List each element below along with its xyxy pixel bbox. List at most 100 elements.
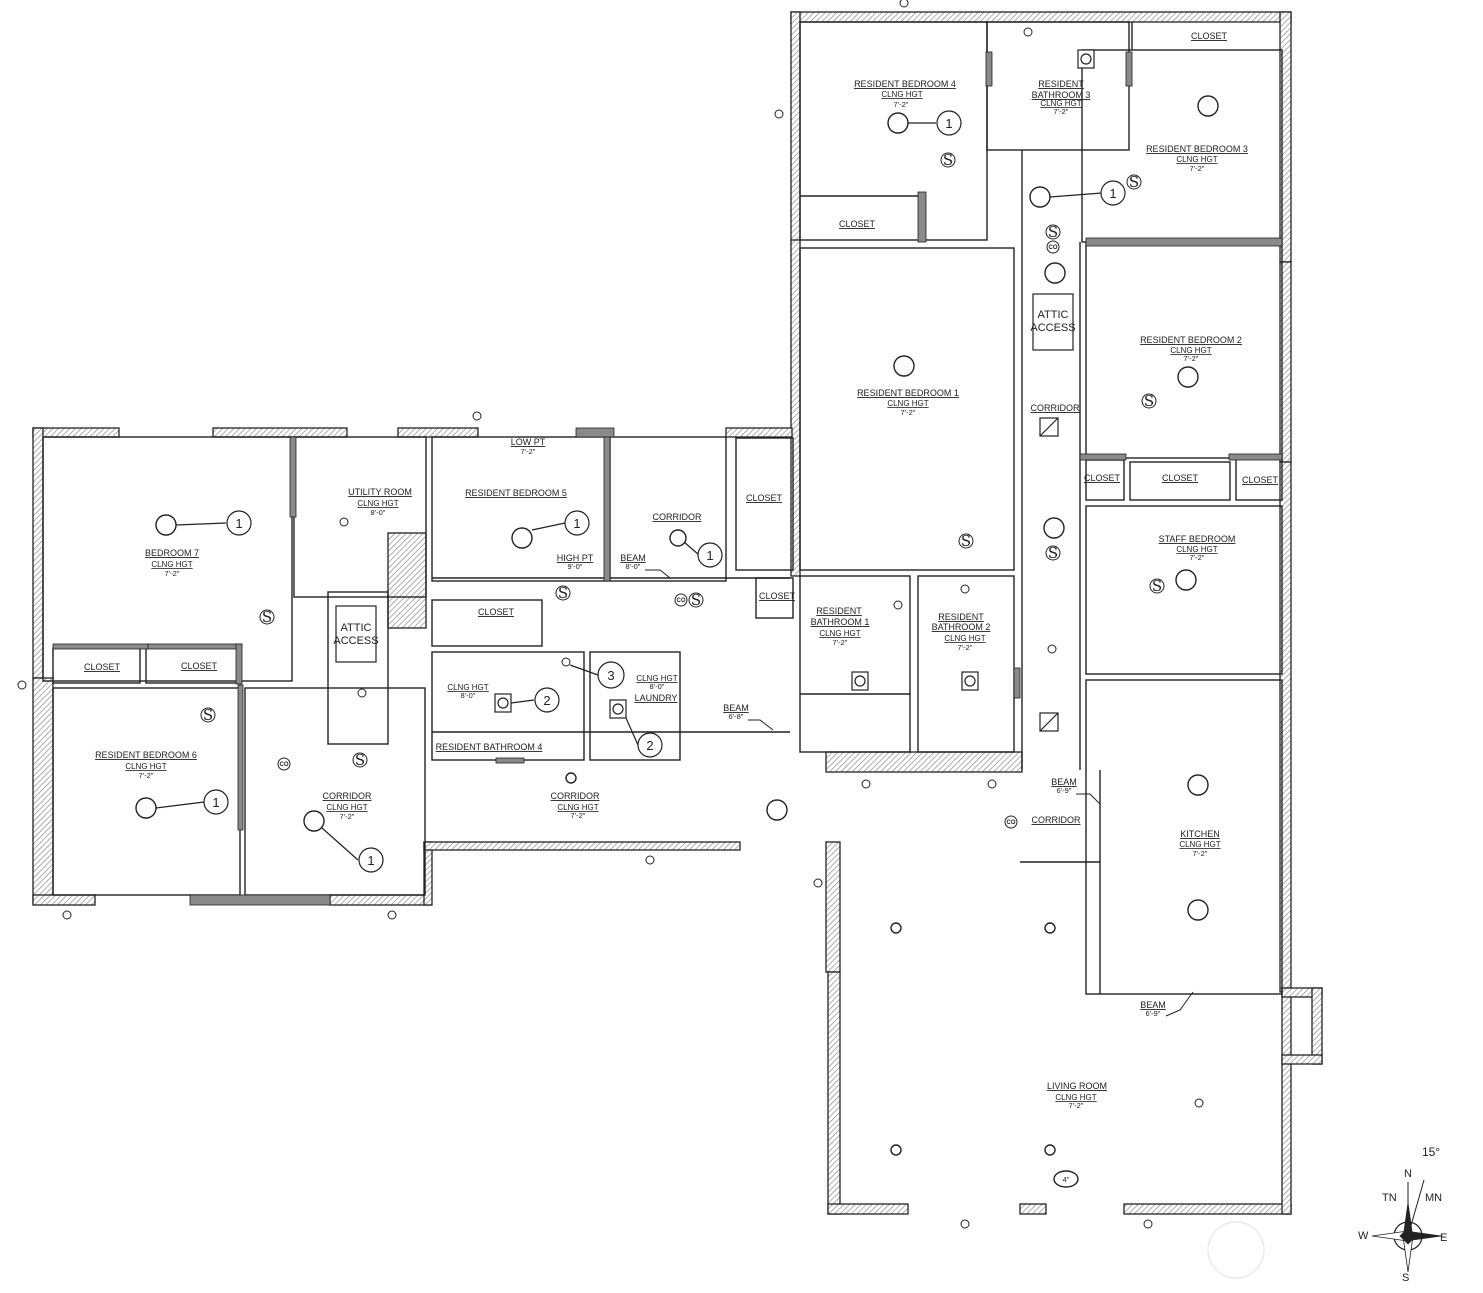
closet-label: CLOSET bbox=[759, 591, 796, 601]
corridor-label: CORRIDOR bbox=[323, 791, 372, 801]
clng-hgt-label: CLNG HGT bbox=[326, 803, 367, 812]
callout-number: 1 bbox=[212, 795, 219, 810]
floor-note: 4" bbox=[1063, 1175, 1070, 1184]
callout-number: 1 bbox=[573, 516, 580, 531]
svg-text:S: S bbox=[262, 608, 272, 626]
svg-text:S: S bbox=[1129, 173, 1139, 191]
height-value: 7'-2" bbox=[571, 811, 586, 820]
beam-label: BEAM bbox=[1140, 1000, 1166, 1010]
beam-label: BEAM bbox=[723, 703, 749, 713]
svg-text:CO: CO bbox=[677, 598, 686, 604]
room-label-bath4: RESIDENT BATHROOM 4 bbox=[436, 742, 543, 752]
callout-number: 2 bbox=[646, 738, 653, 753]
floor-drain-icon bbox=[1053, 1170, 1079, 1188]
exterior-walls bbox=[32, 11, 1323, 1215]
height-value: 7'-2" bbox=[958, 643, 973, 652]
svg-text:S: S bbox=[943, 151, 953, 169]
svg-text:S: S bbox=[1048, 544, 1058, 562]
attic-access-west bbox=[335, 605, 377, 663]
height-value: 7'-2" bbox=[1190, 553, 1205, 562]
corridor-label: CORRIDOR bbox=[653, 512, 702, 522]
callout-number: 1 bbox=[945, 116, 952, 131]
room-label-bedroom7: BEDROOM 7 bbox=[145, 548, 199, 558]
svg-text:S: S bbox=[1048, 223, 1058, 241]
attic-label: ATTIC bbox=[341, 622, 372, 634]
height-value: 8'-0" bbox=[650, 682, 665, 691]
light-fixture-icon bbox=[135, 95, 1219, 1156]
height-value: 7'-2" bbox=[1069, 1101, 1084, 1110]
room-label-staff: STAFF BEDROOM bbox=[1159, 534, 1236, 544]
callout-number: 2 bbox=[543, 693, 550, 708]
clng-hgt-label: CLNG HGT bbox=[151, 560, 192, 569]
room-label-laundry: LAUNDRY bbox=[635, 693, 678, 703]
height-value: 7'-2" bbox=[165, 569, 180, 578]
room-label-bedroom3: RESIDENT BEDROOM 3 bbox=[1146, 144, 1248, 154]
callout-number: 1 bbox=[706, 548, 713, 563]
closet-label: CLOSET bbox=[478, 607, 515, 617]
room-label-bedroom6: RESIDENT BEDROOM 6 bbox=[95, 750, 197, 760]
low-pt-value: 7'-2" bbox=[521, 447, 536, 456]
svg-text:CO: CO bbox=[1007, 820, 1016, 826]
svg-text:S: S bbox=[961, 532, 971, 550]
height-value: 8'-0" bbox=[371, 508, 386, 517]
closet-label: CLOSET bbox=[181, 661, 218, 671]
svg-text:S: S bbox=[355, 751, 365, 769]
corridor-label: CORRIDOR bbox=[1032, 815, 1081, 825]
room-label-utility: UTILITY ROOM bbox=[348, 487, 412, 497]
attic-label: ATTIC bbox=[1038, 309, 1069, 321]
height-value: 7'-2" bbox=[1184, 354, 1199, 363]
clng-hgt-label: CLNG HGT bbox=[1176, 155, 1217, 164]
beam-value: 6'-9" bbox=[1057, 786, 1072, 795]
height-value: 7'-2" bbox=[1054, 107, 1069, 116]
height-value: 8'-0" bbox=[461, 691, 476, 700]
clng-hgt-label: CLNG HGT bbox=[636, 674, 677, 683]
svg-text:S: S bbox=[203, 706, 213, 724]
svg-text:S: S bbox=[1144, 392, 1154, 410]
callout-number: 1 bbox=[235, 516, 242, 531]
compass-n: N bbox=[1404, 1168, 1412, 1180]
corridor-label: CORRIDOR bbox=[1031, 403, 1080, 413]
svg-text:CO: CO bbox=[280, 762, 289, 768]
closet-label: CLOSET bbox=[1191, 31, 1228, 41]
callout-number: 1 bbox=[367, 853, 374, 868]
compass-mn: MN bbox=[1425, 1192, 1442, 1204]
clng-hgt-label: CLNG HGT bbox=[887, 399, 928, 408]
attic-access-north bbox=[1032, 293, 1074, 351]
outlet-icon bbox=[17, 0, 1204, 1229]
compass-e: E bbox=[1440, 1232, 1447, 1244]
beam-leader bbox=[645, 569, 1194, 1017]
height-value: 7'-2" bbox=[901, 408, 916, 417]
beam-value: 6'-8" bbox=[729, 712, 744, 721]
clng-hgt-label: CLNG HGT bbox=[447, 683, 488, 692]
closet-label: CLOSET bbox=[1162, 473, 1199, 483]
attic-label: ACCESS bbox=[333, 635, 378, 647]
height-value: 7'-2" bbox=[1190, 164, 1205, 173]
clng-hgt-label: CLNG HGT bbox=[944, 634, 985, 643]
closet-label: CLOSET bbox=[1242, 475, 1279, 485]
north-arrow: 15° N TN MN W E S bbox=[1207, 1145, 1447, 1284]
height-value: 7'-2" bbox=[139, 771, 154, 780]
clng-hgt-label: CLNG HGT bbox=[1055, 1093, 1096, 1102]
room-label-bath1-l2: BATHROOM 1 bbox=[811, 617, 870, 627]
high-pt-label: HIGH PT bbox=[557, 553, 594, 563]
closet-label: CLOSET bbox=[1084, 473, 1121, 483]
clng-hgt-label: CLNG HGT bbox=[1040, 99, 1081, 108]
beam-label: BEAM bbox=[1051, 777, 1077, 787]
callout-number: 1 bbox=[1109, 186, 1116, 201]
svg-text:S: S bbox=[1152, 577, 1162, 595]
clng-hgt-label: CLNG HGT bbox=[1176, 545, 1217, 554]
room-label-bedroom5: RESIDENT BEDROOM 5 bbox=[465, 488, 567, 498]
compass-tn: TN bbox=[1382, 1192, 1397, 1204]
compass-s: S bbox=[1402, 1272, 1409, 1284]
room-label-living: LIVING ROOM bbox=[1047, 1081, 1107, 1091]
room-label-bathroom3-l1: RESIDENT bbox=[1038, 79, 1084, 89]
closet-label: CLOSET bbox=[84, 662, 121, 672]
svg-text:S: S bbox=[558, 584, 568, 602]
clng-hgt-label: CLNG HGT bbox=[125, 762, 166, 771]
compass-w: W bbox=[1358, 1230, 1369, 1242]
solid-walls bbox=[52, 51, 1283, 906]
callout-marker bbox=[155, 110, 1126, 873]
clng-hgt-label: CLNG HGT bbox=[1179, 840, 1220, 849]
compass-angle: 15° bbox=[1422, 1145, 1440, 1159]
